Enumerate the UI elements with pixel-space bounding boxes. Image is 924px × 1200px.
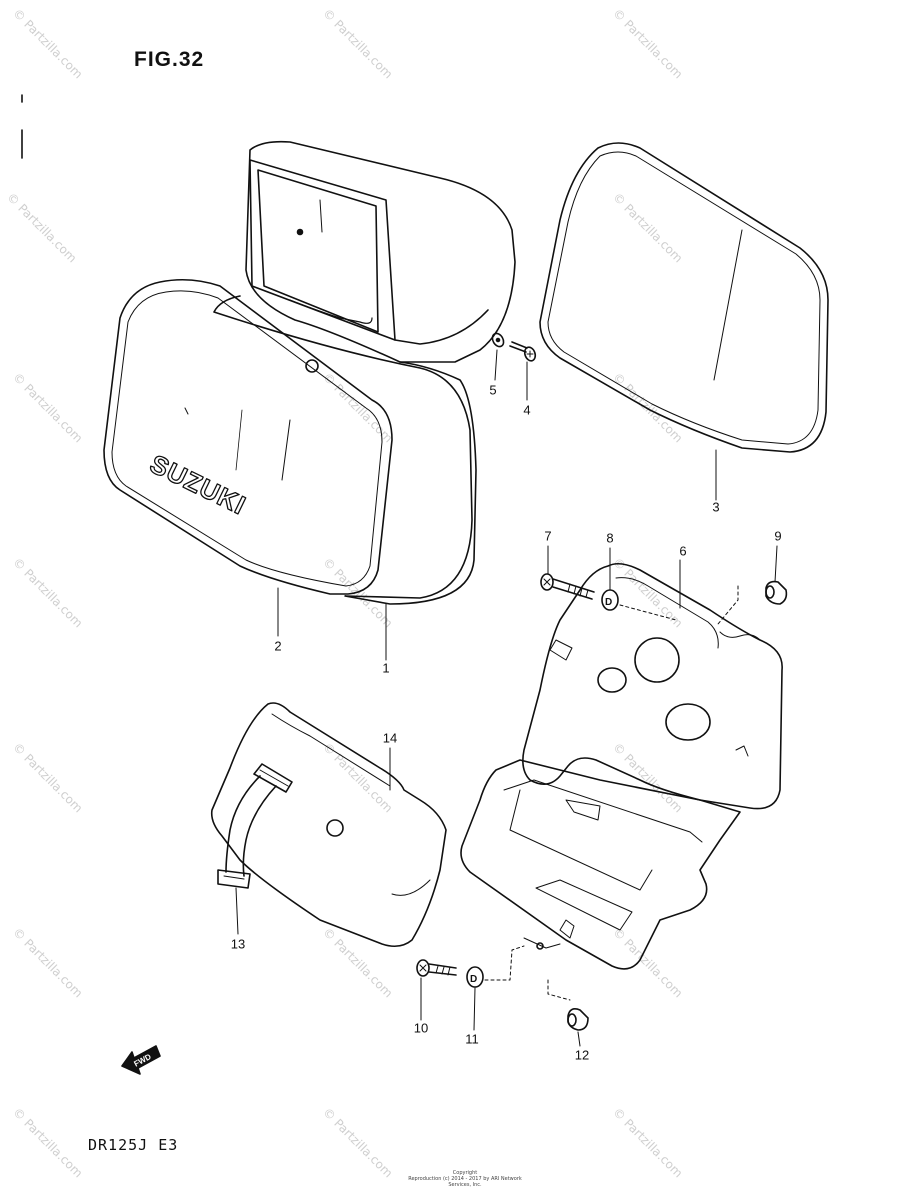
callout-11[interactable]: 11 (465, 1031, 479, 1047)
copyright-line: Reproduction (c) 2014 - 2017 by ARI Netw… (408, 1176, 522, 1188)
bolt-part-7[interactable] (540, 573, 595, 600)
callout-10[interactable]: 10 (413, 1020, 429, 1036)
suzuki-emblem: SUZUKI (145, 448, 252, 521)
leader-dashed (717, 585, 739, 625)
leader-dashed (484, 945, 525, 981)
front-plate-part-2[interactable]: SUZUKI (103, 278, 393, 595)
leader-dashed (547, 979, 571, 1001)
callout-12[interactable]: 12 (574, 1047, 590, 1063)
callout-5[interactable]: 5 (489, 382, 497, 398)
fwd-arrow: FWD (121, 1045, 161, 1075)
callout-4[interactable]: 4 (523, 402, 531, 418)
copyright-line: Copyright (452, 1170, 478, 1176)
leader-lines (235, 349, 778, 1047)
washer-part-11[interactable]: D (466, 966, 484, 988)
callout-9[interactable]: 9 (774, 528, 782, 544)
figure-title: FIG.32 (134, 48, 205, 71)
screw-part-4[interactable] (509, 341, 537, 362)
callout-13[interactable]: 13 (230, 936, 246, 952)
callout-3[interactable]: 3 (712, 499, 720, 515)
callout-7[interactable]: 7 (544, 528, 552, 544)
bolt-part-10[interactable] (416, 959, 457, 977)
headlight-housing-part-1[interactable] (213, 140, 516, 605)
windscreen-part-3[interactable] (539, 142, 829, 453)
leader-dashed (619, 604, 677, 621)
grommet-part-9[interactable] (765, 580, 788, 605)
suzuki-emblem-text: SUZUKI (145, 448, 251, 520)
callout-1[interactable]: 1 (382, 660, 390, 676)
copyright-notice: Copyright Reproduction (c) 2014 - 2017 b… (400, 1170, 530, 1188)
wiring-cover-part-14[interactable] (210, 702, 447, 948)
callout-6[interactable]: 6 (679, 543, 687, 559)
washer-part-8[interactable]: D (601, 589, 619, 611)
grommet-part-12[interactable] (567, 1008, 589, 1031)
callout-8[interactable]: 8 (606, 530, 614, 546)
svg-text:D: D (605, 597, 612, 608)
callout-2[interactable]: 2 (274, 638, 282, 654)
svg-text:D: D (470, 974, 477, 985)
bracket-part-6[interactable] (522, 562, 783, 810)
meter-tray[interactable] (460, 759, 741, 970)
callout-14[interactable]: 14 (382, 730, 398, 746)
strap-part-13[interactable] (217, 763, 293, 889)
model-code: DR125J E3 (88, 1136, 179, 1154)
washer-part-5[interactable] (490, 331, 506, 348)
